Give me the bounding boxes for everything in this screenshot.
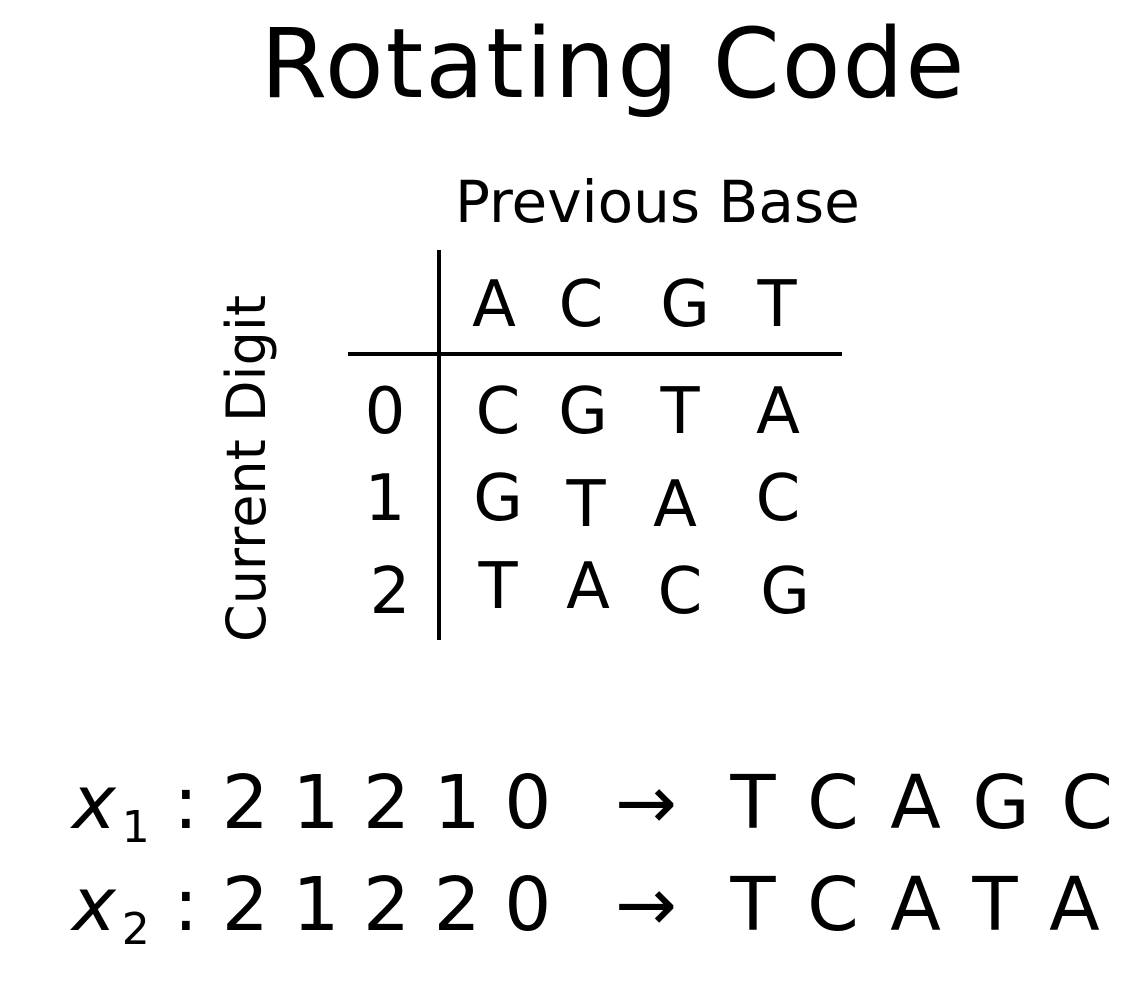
example-colon: : bbox=[173, 760, 199, 846]
example-subscript: 1 bbox=[121, 802, 150, 853]
column-header-label: Previous Base bbox=[455, 168, 860, 236]
table-cell: A bbox=[756, 375, 800, 449]
row-digit-0: 0 bbox=[364, 375, 406, 449]
table-cell: G bbox=[558, 375, 608, 449]
example-bases: T C A G C bbox=[730, 760, 1117, 846]
example-variable: x bbox=[72, 760, 116, 846]
example-variable: x bbox=[72, 862, 116, 948]
table-cell: T bbox=[660, 375, 700, 449]
row-digit-2: 2 bbox=[369, 555, 411, 629]
table-row-divider bbox=[437, 250, 441, 640]
example-subscript: 2 bbox=[121, 904, 150, 955]
row-digit-1: 1 bbox=[364, 462, 406, 536]
table-cell: C bbox=[755, 462, 801, 536]
column-header-g: G bbox=[660, 268, 710, 342]
example-bases: T C A T A bbox=[730, 862, 1104, 948]
row-header-label: Current Digit bbox=[215, 294, 278, 642]
column-header-a: A bbox=[472, 268, 516, 342]
column-header-t: T bbox=[757, 268, 797, 342]
example-digits: 2 1 2 1 0 bbox=[221, 760, 552, 846]
table-cell: T bbox=[566, 468, 606, 542]
table-cell: G bbox=[760, 555, 810, 629]
example-digits: 2 1 2 2 0 bbox=[221, 862, 552, 948]
table-cell: C bbox=[657, 555, 703, 629]
arrow-icon: → bbox=[614, 760, 677, 846]
column-header-c: C bbox=[558, 268, 604, 342]
example-colon: : bbox=[173, 862, 199, 948]
table-cell: C bbox=[475, 375, 521, 449]
table-cell: T bbox=[478, 550, 518, 624]
table-cell: G bbox=[473, 462, 523, 536]
arrow-icon: → bbox=[614, 862, 677, 948]
table-cell: A bbox=[566, 550, 610, 624]
diagram-title: Rotating Code bbox=[260, 8, 967, 120]
table-header-divider bbox=[348, 352, 842, 356]
table-cell: A bbox=[653, 468, 697, 542]
